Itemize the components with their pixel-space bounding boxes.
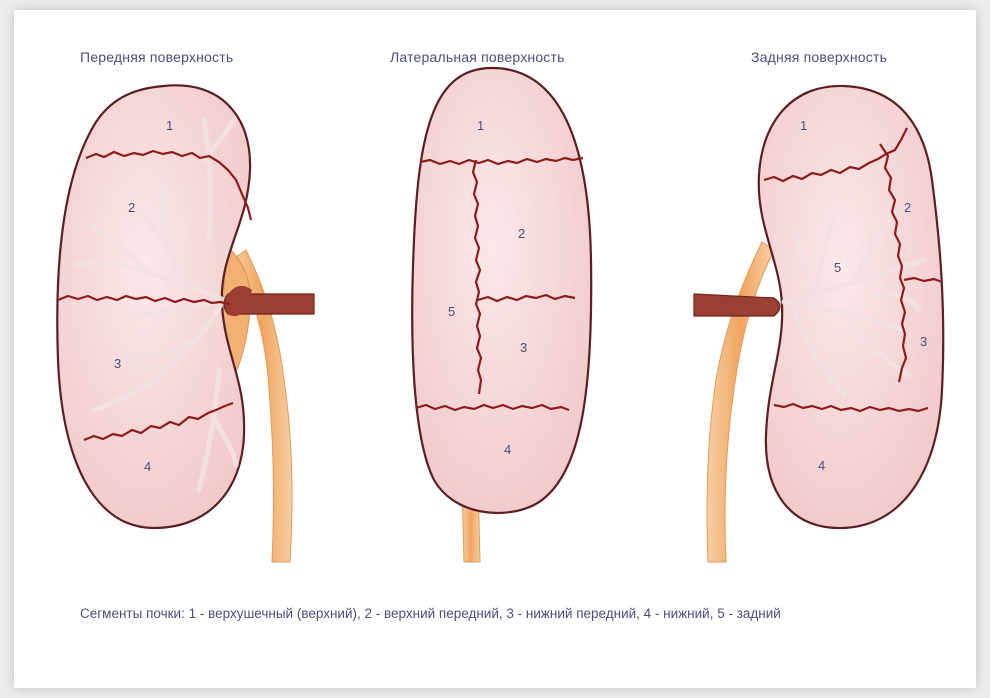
posterior-segment-label-3: 3 — [920, 334, 927, 349]
posterior-kidney: 1 2 5 3 4 — [694, 86, 943, 562]
posterior-segment-label-2: 2 — [904, 200, 911, 215]
slide: Передняя поверхность Латеральная поверхн… — [14, 10, 976, 688]
lateral-segment-label-2: 2 — [518, 226, 525, 241]
segments-legend-caption: Сегменты почки: 1 - верхушечный (верхний… — [80, 606, 781, 621]
lateral-kidney: 1 2 5 3 4 — [412, 68, 591, 562]
posterior-renal-vessel — [694, 294, 780, 316]
anterior-segment-label-4: 4 — [144, 459, 151, 474]
posterior-segment-label-5: 5 — [834, 260, 841, 275]
posterior-segment-label-1: 1 — [800, 118, 807, 133]
anterior-segment-label-1: 1 — [166, 118, 173, 133]
kidney-segments-diagram: 1 2 3 4 1 2 5 3 4 — [14, 10, 976, 688]
anterior-kidney: 1 2 3 4 — [57, 85, 314, 562]
lateral-segment-label-5: 5 — [448, 304, 455, 319]
posterior-segment-label-4: 4 — [818, 458, 825, 473]
lateral-kidney-outline — [412, 68, 591, 513]
anterior-segment-label-2: 2 — [128, 200, 135, 215]
lateral-segment-label-3: 3 — [520, 340, 527, 355]
posterior-ureter — [707, 242, 774, 562]
lateral-segment-label-4: 4 — [504, 442, 511, 457]
anterior-segment-label-3: 3 — [114, 356, 121, 371]
lateral-segment-label-1: 1 — [477, 118, 484, 133]
